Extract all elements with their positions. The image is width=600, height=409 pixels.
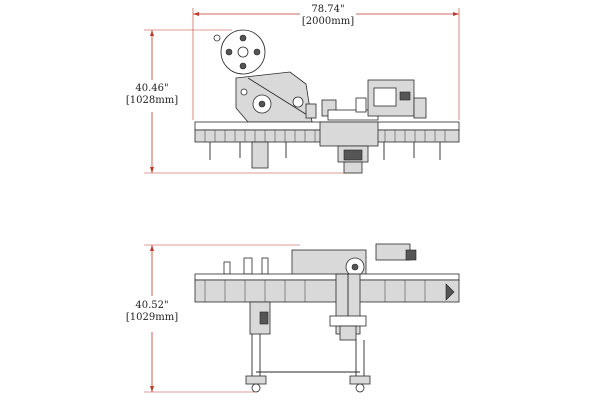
bottom-height-label: 40.52" [1029mm]: [120, 300, 184, 324]
top-width-label: 78.74" [2000mm]: [296, 4, 360, 28]
top-height-label: 40.46" [1028mm]: [120, 83, 184, 107]
caster-left: [251, 383, 261, 393]
caster-right: [355, 383, 365, 393]
top-height-inches: 40.46": [135, 83, 169, 94]
bottom-height-mm: [1029mm]: [125, 312, 179, 323]
top-width-inches: 78.74": [311, 4, 345, 15]
side-view-machine: [194, 243, 460, 393]
top-view-machine: [194, 29, 460, 174]
dimension-lines: [144, 8, 460, 393]
touch-screen: [373, 87, 397, 107]
side-conveyor: [194, 279, 460, 303]
top-height-mm: [1028mm]: [125, 95, 179, 106]
bottom-height-inches: 40.52": [135, 300, 169, 311]
top-width-mm: [2000mm]: [301, 16, 355, 27]
applicator-head: [235, 71, 313, 123]
